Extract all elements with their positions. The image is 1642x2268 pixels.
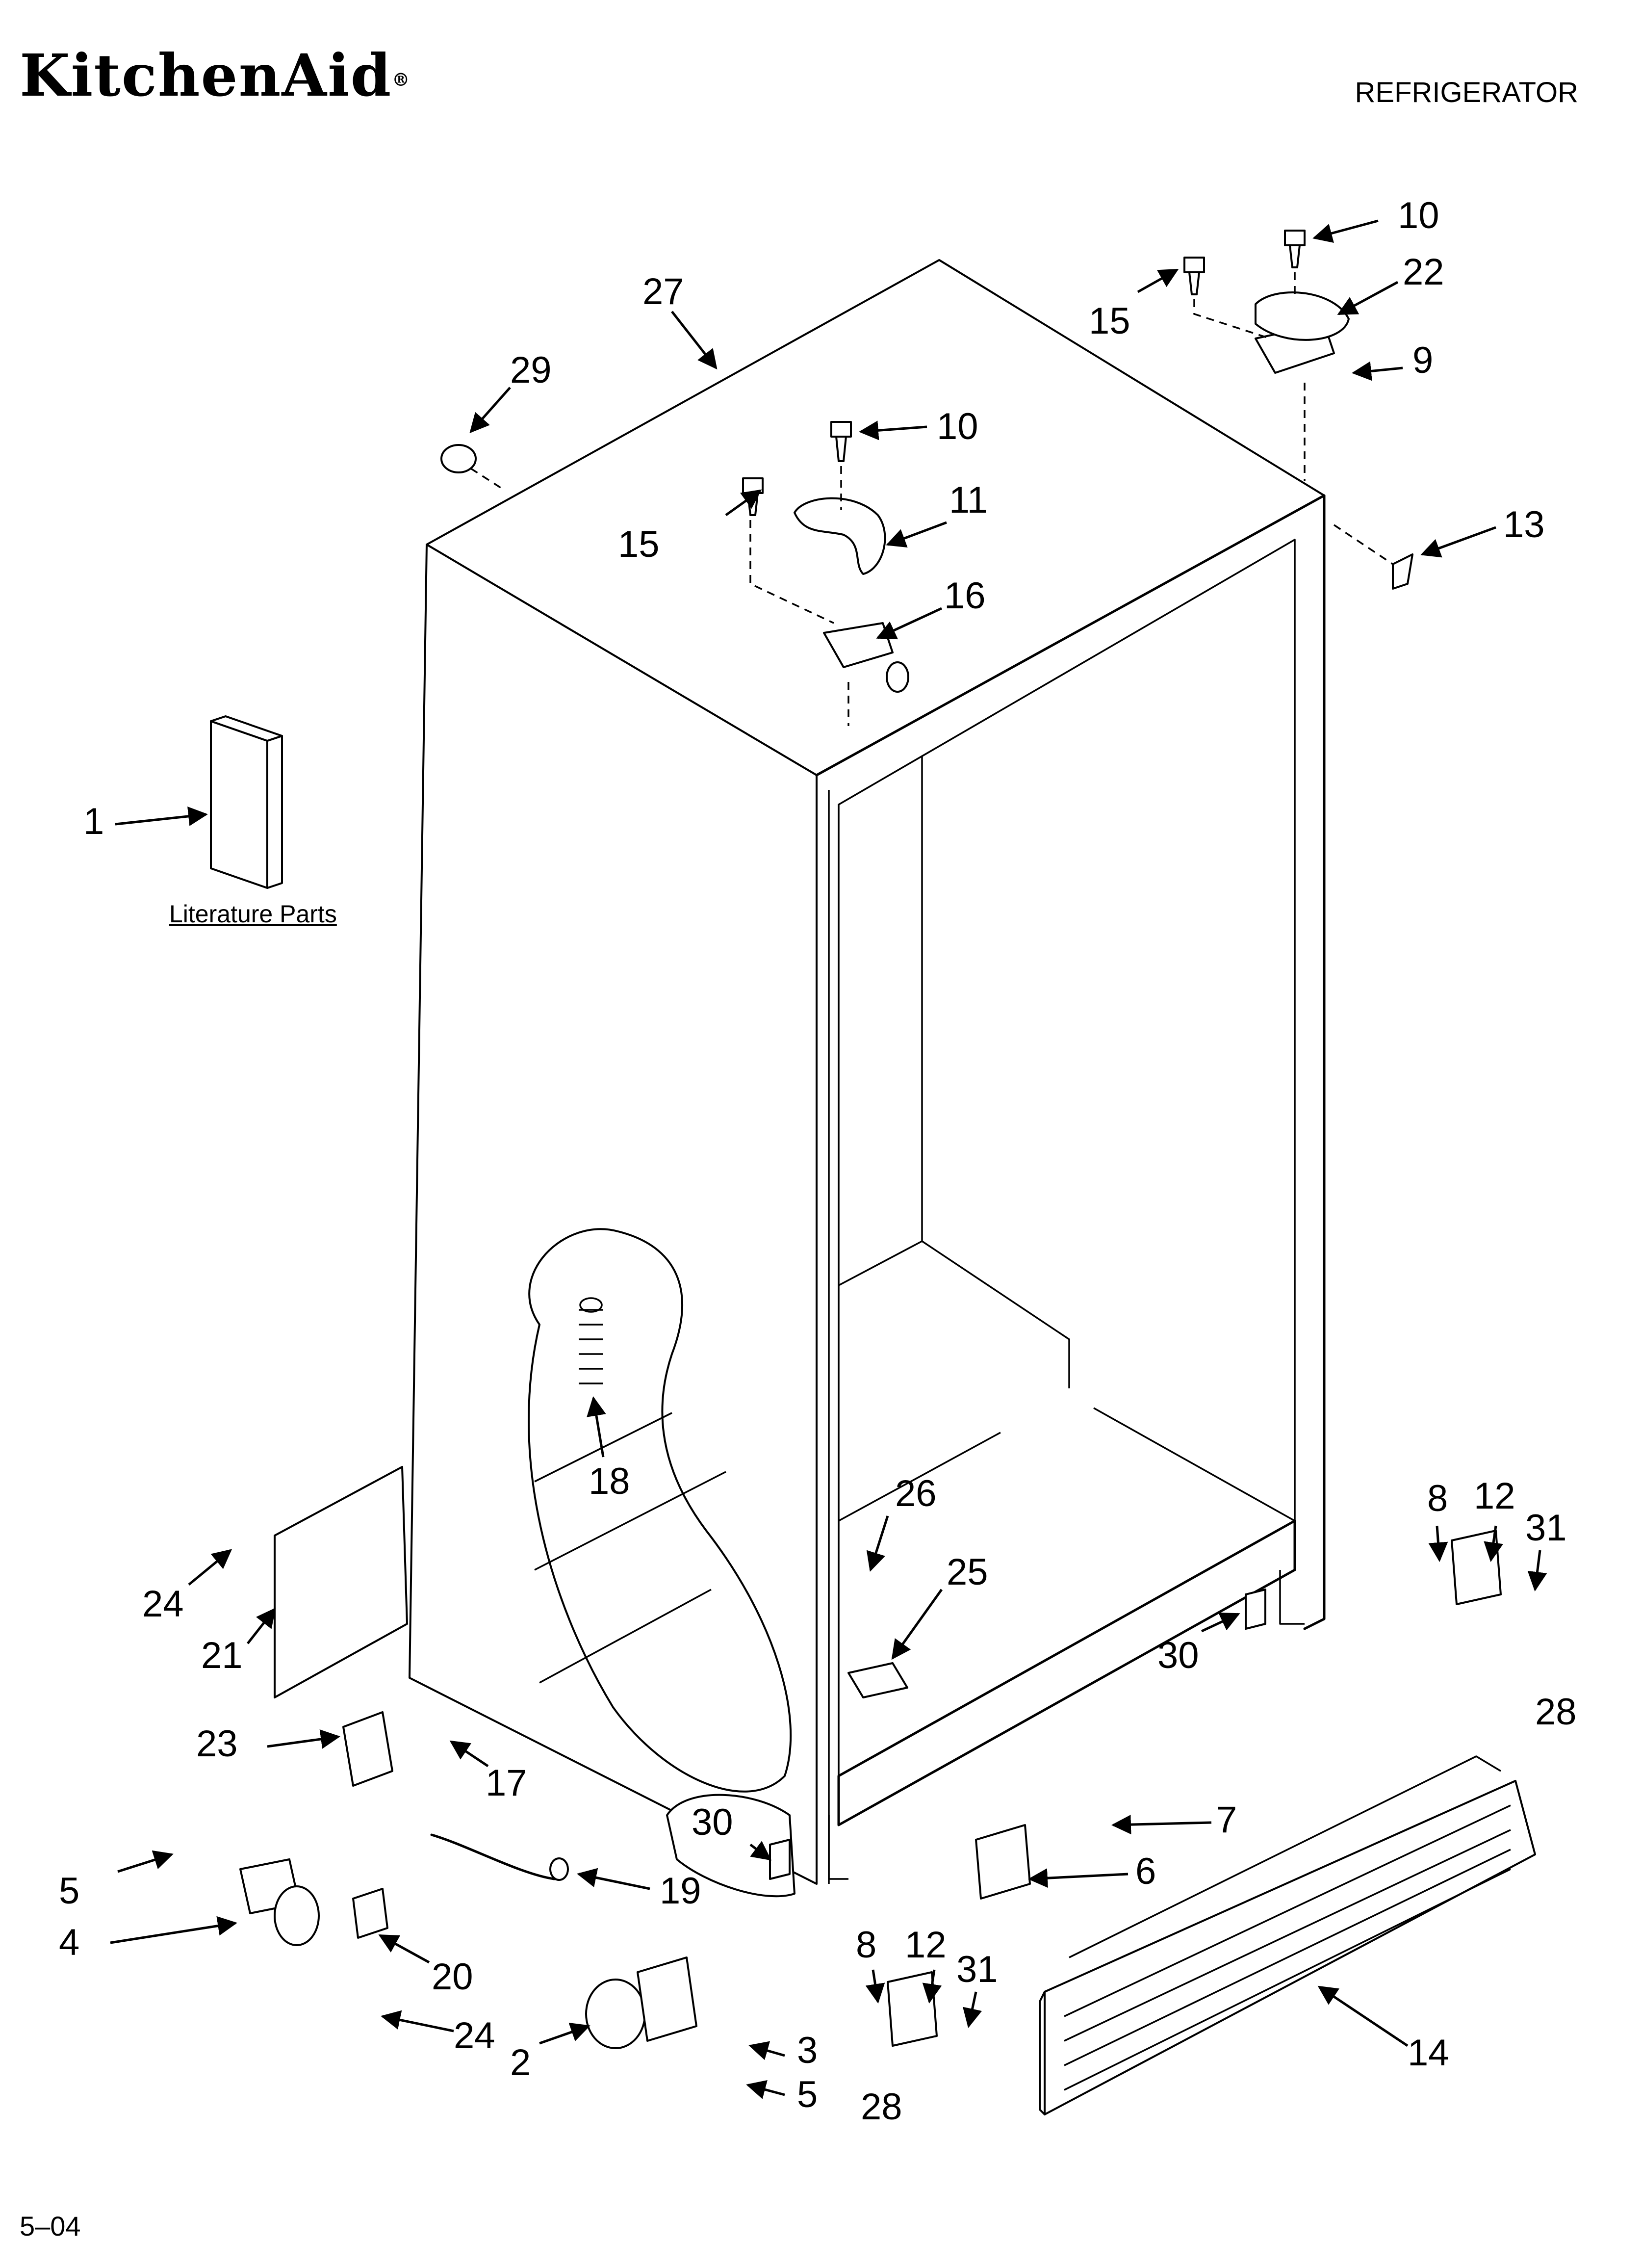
callout-19: 19	[660, 1870, 701, 1912]
callout-27: 27	[642, 271, 684, 313]
callout-14: 14	[1408, 2032, 1449, 2074]
callout-31: 31	[1525, 1507, 1567, 1549]
callout-5: 5	[797, 2074, 818, 2115]
callout-1: 1	[83, 801, 104, 842]
callout-28: 28	[861, 2086, 902, 2128]
callout-15: 15	[618, 523, 660, 565]
product-title: REFRIGERATOR	[1355, 77, 1578, 108]
callout-8: 8	[856, 1924, 876, 1966]
callout-12: 12	[1474, 1475, 1515, 1517]
assembly-lines	[470, 272, 1393, 726]
literature-parts-label: Literature Parts	[169, 900, 337, 928]
callout-labels: 1 27 29 10 15 11 16 10 15 22 9 13 18 24 …	[59, 195, 1577, 2128]
callout-25: 25	[947, 1551, 988, 1593]
callout-10: 10	[1398, 195, 1439, 236]
brand-name: KitchenAid	[20, 41, 392, 109]
callout-17: 17	[486, 1762, 527, 1804]
brand-logo: KitchenAid®	[20, 47, 410, 104]
callout-31: 31	[956, 1949, 998, 1990]
callout-9: 9	[1412, 339, 1433, 381]
callout-7: 7	[1216, 1799, 1237, 1841]
date-code: 5–04	[20, 2211, 81, 2242]
callout-11: 11	[949, 479, 988, 521]
callout-16: 16	[944, 575, 986, 617]
callout-12: 12	[905, 1924, 947, 1966]
callout-30: 30	[692, 1801, 733, 1843]
callout-30: 30	[1157, 1635, 1199, 1676]
callout-15: 15	[1089, 300, 1130, 342]
callout-13: 13	[1503, 504, 1545, 546]
callout-20: 20	[432, 1956, 473, 1998]
callout-28: 28	[1535, 1691, 1577, 1733]
callout-23: 23	[196, 1723, 238, 1765]
callout-26: 26	[895, 1473, 937, 1514]
callout-3: 3	[797, 2030, 818, 2071]
callout-arrows	[110, 219, 1547, 2099]
literature-booklet	[210, 715, 283, 889]
callout-29: 29	[510, 349, 552, 391]
callout-2: 2	[510, 2042, 531, 2084]
parts-group	[239, 230, 1536, 2115]
callout-24: 24	[454, 2015, 495, 2057]
callout-4: 4	[59, 1922, 79, 1963]
callout-18: 18	[589, 1460, 630, 1502]
callout-10: 10	[937, 406, 978, 447]
callout-8: 8	[1427, 1478, 1448, 1519]
callout-24: 24	[142, 1583, 184, 1625]
callout-6: 6	[1135, 1851, 1156, 1892]
callout-5: 5	[59, 1870, 79, 1912]
registered-mark: ®	[392, 70, 411, 90]
callout-22: 22	[1403, 251, 1444, 293]
callout-21: 21	[201, 1635, 243, 1676]
